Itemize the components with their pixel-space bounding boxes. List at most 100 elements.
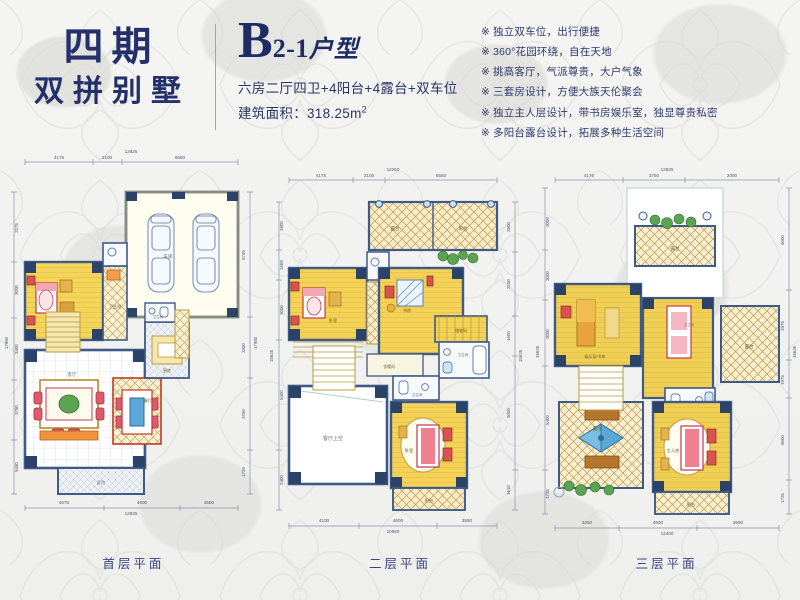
room-label-entertainment-3: 娱乐室/书房 [585, 353, 606, 359]
room-label-terrace-3b: 露台 [745, 343, 754, 350]
floor-1-caption: 首层平面 [102, 557, 165, 571]
feature-text: 挑高客厅，气派尊贵，大户气象 [493, 66, 643, 79]
dim-right-total-3: 15625 [792, 345, 797, 358]
feature-text: 360°花园环绕，自在天地 [493, 46, 612, 59]
feature-marker-icon: ※ [481, 106, 490, 119]
feature-item: ※独立主人层设计，带书房娱乐室，独显尊贵私密 [481, 103, 800, 123]
dim-right-seg-3a: 6000 [780, 235, 785, 245]
room-label-terrace-3c: 露台 [593, 425, 602, 432]
feature-text: 多阳台露台设计，拓展多种生活空间 [493, 126, 665, 139]
room-label-wardrobe-2: 衣帽间 [383, 364, 395, 369]
dim-bottom-seg-1c: 3550 [204, 500, 215, 505]
feature-text: 独立双车位，出行便捷 [493, 26, 600, 38]
room-label-study-2: 书房 [402, 307, 410, 314]
dim-left-seg-3c: 3000 [545, 329, 550, 339]
dim-left-seg-1b: 3000 [14, 285, 19, 295]
feature-list: ※独立双车位，出行便捷 ※360°花园环绕，自在天地 ※挑高客厅，气派尊贵，大户… [453, 16, 800, 143]
feature-text: 三套房设计，方便大族天伦聚会 [493, 86, 643, 99]
room-label-courtyard: 庭院 [97, 479, 106, 486]
floor-2-caption: 二层平面 [369, 557, 432, 571]
dim-right-seg-1a: 6745 [241, 250, 246, 260]
room-label-living-void-2: 客厅上空 [323, 435, 343, 442]
header-left: 四期 双拼别墅 [0, 16, 215, 113]
dim-left-seg-3e: 1725 [545, 489, 550, 499]
dim-bottom-seg-3b: 4600 [653, 520, 664, 525]
room-label-terrace-3a: 露台 [671, 245, 680, 252]
room-label-living: 客厅 [67, 371, 77, 378]
dim-right-seg-3d: 5000 [780, 435, 785, 445]
dim-left-total-1: 17900 [4, 336, 9, 349]
dim-left-seg-1c: 3400 [14, 344, 19, 354]
feature-marker-icon: ※ [481, 66, 490, 79]
dim-right-seg-3c: 1975 [780, 375, 785, 385]
dim-right-seg-2b: 2150 [506, 279, 511, 289]
building-area-label: 建筑面积：318.25m [238, 106, 362, 122]
dim-right-seg-3e: 1725 [780, 493, 785, 503]
room-label-bathroom-2a: 卫生间 [457, 352, 468, 357]
room-label-bathroom-1a: 卫生间 [109, 303, 121, 309]
feature-item: ※三套房设计，方便大族天伦聚会 [481, 82, 800, 102]
villa-type-title: 双拼别墅 [34, 75, 190, 108]
dim-top-seg-3b: 3750 [649, 173, 660, 178]
feature-marker-icon: ※ [481, 126, 490, 139]
dim-bottom-seg-2a: 4100 [319, 518, 330, 523]
dim-top-seg-2c: 6550 [436, 173, 447, 178]
unit-number: 2-1 [272, 34, 309, 63]
dim-bottom-total-1: 12825 [125, 511, 138, 516]
dim-bottom-seg-1b: 4600 [137, 500, 148, 505]
dim-bottom-seg-2b: 4600 [393, 518, 404, 523]
dim-right-total-1: 17900 [253, 336, 258, 349]
dim-top-seg-3a: 4175 [584, 173, 595, 178]
dim-left-seg-1d: 3750 [14, 405, 19, 415]
dim-top-seg-1c: 6550 [175, 155, 186, 160]
building-area: 建筑面积：318.25m2 [238, 102, 453, 122]
dim-bottom-seg-2c: 3550 [462, 518, 473, 523]
dim-right-total-2: 15625 [518, 349, 523, 362]
dim-bottom-seg-1a: 4675 [59, 500, 70, 505]
room-label-bedroom-2b: 卧室 [404, 447, 412, 454]
room-composition: 六房二厅四卫+4阳台+4露台+双车位 [238, 81, 458, 97]
dim-right-seg-3b: 3975 [780, 321, 785, 331]
dim-top-seg-1b: 2100 [102, 155, 113, 160]
floor-3-drawing: 露台 娱乐室/书房 [535, 167, 797, 536]
dim-left-seg-2d: 5400 [279, 390, 284, 400]
unit-suffix: 户型 [308, 37, 359, 63]
unit-title: B 2-1 户型 [238, 14, 453, 66]
dim-left-seg-3d: 5400 [545, 415, 550, 425]
dim-left-total-2: 15625 [269, 349, 274, 362]
room-label-bathroom-2b: 卫生间 [411, 392, 422, 397]
feature-marker-icon: ※ [481, 86, 490, 99]
dim-bottom-total-2: 10950 [386, 529, 399, 534]
dim-right-seg-2e: 1610 [506, 485, 511, 495]
header: 四期 双拼别墅 B 2-1 户型 六房二厅四卫+4阳台+4露台+双车位 建筑面积… [0, 0, 800, 140]
room-label-bathroom-1b: 卫生间 [153, 314, 164, 319]
feature-marker-icon: ※ [481, 26, 490, 38]
dim-top-seg-1a: 4175 [54, 155, 65, 160]
floor-1-drawing: 车库 卧室 [4, 149, 258, 516]
dim-right-seg-2d: 5000 [506, 408, 511, 418]
dim-right-seg-2a: 2800 [506, 222, 511, 232]
dim-top-total-3: 12825 [661, 167, 674, 172]
floor-3-caption: 三层平面 [635, 557, 698, 571]
room-label-kitchen: 厨房 [163, 367, 171, 373]
room-label-balcony-2b: 阳台 [424, 497, 432, 504]
dim-top-seg-2a: 4175 [316, 173, 327, 178]
feature-marker-icon: ※ [481, 46, 490, 59]
dim-bottom-total-3: 12400 [661, 531, 674, 536]
room-label-terrace-2: 露台 [390, 225, 399, 232]
dim-top-seg-2b: 2100 [364, 173, 375, 178]
room-label-garage: 车库 [163, 253, 173, 260]
feature-item: ※挑高客厅，气派尊贵，大户气象 [481, 62, 800, 82]
dim-left-seg-3b: 3000 [545, 271, 550, 281]
room-label-bedroom-2a: 卧室 [328, 317, 336, 324]
header-unit-block: B 2-1 户型 六房二厅四卫+4阳台+4露台+双车位 建筑面积：318.25m… [216, 14, 458, 122]
dim-left-total-3: 15625 [535, 345, 540, 358]
dim-left-seg-2e: 2400 [279, 475, 284, 485]
dim-right-seg-1c: 3750 [241, 409, 246, 419]
dim-left-seg-2b: 1600 [279, 260, 284, 270]
area-unit-superscript: 2 [361, 104, 367, 115]
dim-left-seg-2c: 3000 [279, 305, 284, 315]
feature-item: ※独立双车位，出行便捷 [481, 22, 800, 42]
room-label-balcony-2a: 阳台 [458, 225, 467, 232]
